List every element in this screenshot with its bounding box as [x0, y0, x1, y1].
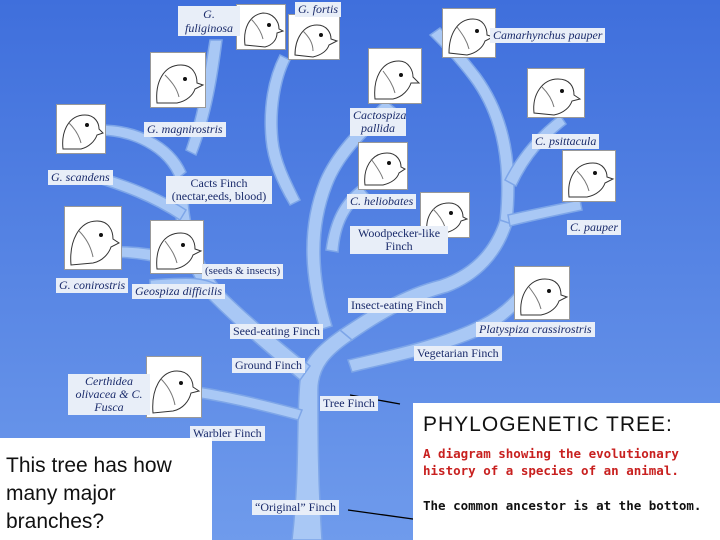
- finch-head-icon: [426, 202, 469, 234]
- finch-picture-camarhynchus: [442, 8, 496, 58]
- label-g-conirostris: G. conirostris: [56, 278, 129, 293]
- finch-head-icon: [374, 60, 421, 100]
- branch-fortis: [264, 53, 302, 206]
- finch-picture-pallida: [368, 48, 422, 104]
- label-g-magnirostris: G. magnirostris: [144, 122, 226, 137]
- label-ground-finch: Ground Finch: [232, 358, 305, 373]
- finch-picture-magnirostris-top: [150, 52, 206, 108]
- label-c-psittacula: C. psittacula: [532, 134, 600, 149]
- definition-text: A diagram showing the evolutionary histo…: [423, 446, 679, 478]
- finch-picture-cpauper: [562, 150, 616, 202]
- finch-head-icon: [62, 114, 104, 150]
- label-g-fuliginosa-text: G. fuliginosa: [184, 7, 233, 35]
- label-cacts-finch: Cacts Finch (nectar,eeds, blood): [166, 176, 272, 204]
- finch-head-icon: [156, 232, 203, 270]
- ancestor-note: The common ancestor is at the bottom.: [423, 498, 702, 513]
- label-camarhynchus-pauper: Camarhynchus pauper: [490, 28, 606, 43]
- question-box: This tree has how many major branches?: [0, 438, 212, 540]
- label-c-heliobates: C. heliobates: [347, 194, 417, 209]
- finch-head-icon: [152, 370, 201, 414]
- finch-head-icon: [70, 220, 120, 266]
- pointer-ancestor: [347, 509, 421, 521]
- question-text: This tree has how many major branches?: [6, 454, 172, 533]
- finch-head-icon: [520, 278, 569, 316]
- label-warbler-finch: Warbler Finch: [190, 426, 265, 441]
- label-g-fortis: G. fortis: [295, 2, 342, 17]
- label-original-finch: “Original” Finch: [252, 500, 339, 515]
- label-g-scandens: G. scandens: [48, 170, 113, 185]
- label-certhidea: Certhidea olivacea & C. Fusca: [68, 374, 150, 415]
- finch-picture-scandens: [56, 104, 106, 154]
- finch-picture-platyspiza: [514, 266, 570, 320]
- label-cactospiza-pallida: Cactospiza pallida: [350, 108, 406, 136]
- label-g-fuliginosa: G. fuliginosa: [178, 6, 240, 36]
- finch-head-icon: [448, 18, 495, 56]
- definition-box: PHYLOGENETIC TREE: A diagram showing the…: [413, 403, 720, 540]
- finch-head-icon: [533, 78, 582, 116]
- finch-picture-heliobates: [358, 142, 408, 190]
- label-platyspiza-crassirostris: Platyspiza crassirostris: [476, 322, 595, 337]
- label-insect-eating-finch: Insect-eating Finch: [348, 298, 447, 313]
- label-geospiza-difficilis: Geospiza difficilis: [132, 284, 225, 299]
- label-seed-eating-finch: Seed-eating Finch: [230, 324, 323, 339]
- finch-head-icon: [364, 152, 406, 186]
- slide-title: PHYLOGENETIC TREE:: [423, 413, 673, 436]
- branch-psittacula: [504, 113, 568, 188]
- finch-head-icon: [294, 24, 339, 58]
- label-vegetarian-finch: Vegetarian Finch: [414, 346, 502, 361]
- label-seeds-insects: (seeds & insects): [202, 264, 284, 279]
- label-tree-finch: Tree Finch: [320, 396, 378, 411]
- label-c-pauper: C. pauper: [567, 220, 621, 235]
- finch-picture-conirostris: [64, 206, 122, 270]
- finch-head-icon: [244, 12, 285, 48]
- finch-picture-difficilis: [150, 220, 204, 274]
- finch-picture-certhidea: [146, 356, 202, 418]
- finch-picture-psittacula: [527, 68, 585, 118]
- finch-head-icon: [568, 162, 615, 198]
- finch-head-icon: [156, 64, 205, 104]
- finch-picture-fuliginosa: [236, 4, 286, 50]
- finch-picture-fortis: [288, 14, 340, 60]
- branch-pauper-top: [428, 27, 515, 226]
- branch-cpauper: [507, 199, 583, 227]
- label-woodpecker-like-finch: Woodpecker-like Finch: [350, 226, 448, 254]
